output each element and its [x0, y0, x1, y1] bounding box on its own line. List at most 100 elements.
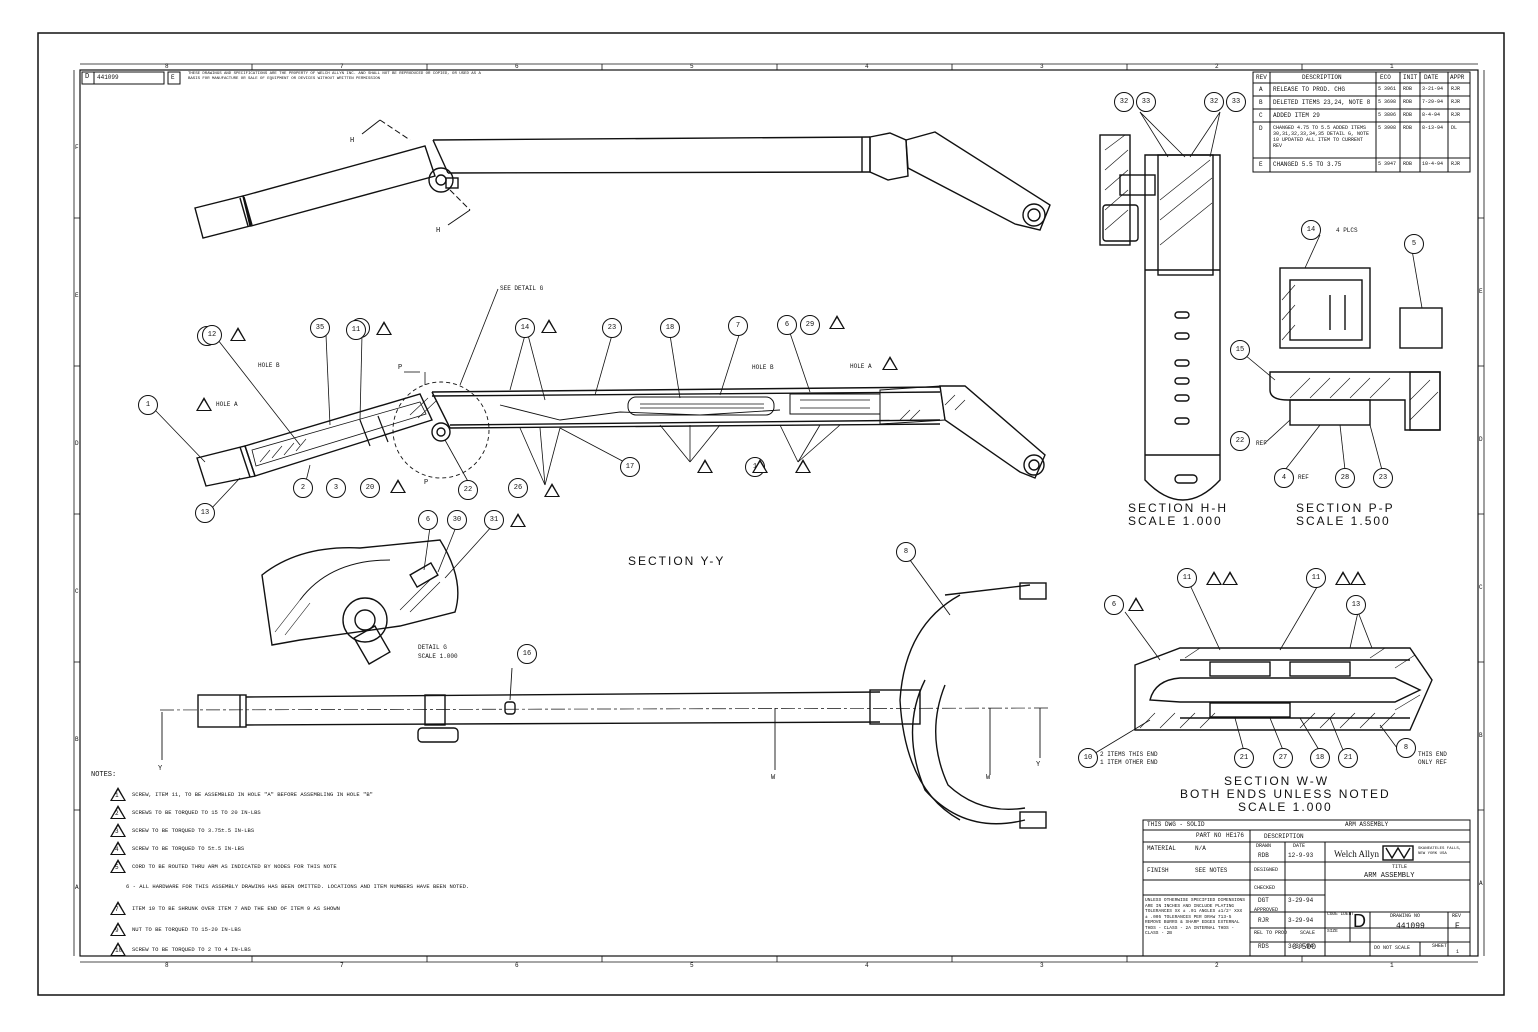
cut-w-left: W: [771, 774, 776, 782]
tb-tolerance: UNLESS OTHERWISE SPECIFIED DIMENSIONS AR…: [1145, 898, 1245, 936]
note-flag-icon: 1: [110, 787, 126, 801]
note-text: 6 - ALL HARDWARE FOR THIS ASSEMBLY DRAWI…: [126, 882, 470, 890]
tb-company: Welch Allyn: [1334, 849, 1380, 859]
tb-rel-by: RDS: [1258, 943, 1269, 950]
detail-g-label: DETAIL G: [418, 644, 447, 651]
tb-part-no: HE176: [1226, 832, 1245, 839]
cut-p-bottom: P: [424, 479, 429, 487]
section-hh-label: SECTION H-H: [1128, 501, 1228, 515]
rev-row-desc: RELEASE TO PROD. CHG: [1273, 86, 1346, 93]
zone-col-3-bottom: 3: [1040, 962, 1044, 969]
item-balloon: 11: [346, 320, 366, 340]
rev-row-appr: RJR: [1451, 112, 1461, 118]
item-balloon: 13: [195, 503, 215, 523]
item-balloon: 8: [896, 542, 916, 562]
tb-drawn-by: RDB: [1258, 852, 1269, 859]
tb-checked-date: 3-29-94: [1288, 897, 1314, 904]
zone-col-5: 5: [690, 63, 694, 70]
item-balloon: 11: [1177, 568, 1197, 588]
rev-row-date: 7-29-94: [1422, 99, 1444, 105]
note-flag-icon: [829, 315, 845, 329]
item-balloon: 18: [1310, 748, 1330, 768]
rev-row-init: RDB: [1403, 112, 1413, 118]
note-flag-icon: [795, 459, 811, 473]
item-balloon: 6: [1104, 595, 1124, 615]
section-hh-scale: SCALE 1.000: [1128, 514, 1223, 528]
company-logo: [1382, 845, 1414, 861]
note-text: NUT TO BE TORQUED TO 15-20 IN-LBS: [132, 925, 241, 933]
tb-scale-label: SCALE: [1300, 930, 1316, 936]
item-balloon: 32: [1114, 92, 1134, 112]
revision-table: [1252, 71, 1471, 173]
ref-label-4: REF: [1298, 474, 1309, 481]
section-hh: [1099, 134, 1221, 501]
tb-date-label: DATE: [1293, 843, 1306, 849]
rev-row-date: 10-4-94: [1422, 161, 1444, 167]
item-balloon: 10: [1078, 748, 1098, 768]
zone-col-8-bottom: 8: [165, 962, 169, 969]
cut-h-top: H: [350, 137, 355, 145]
note-flag-icon: 4: [110, 841, 126, 855]
item-balloon: 4: [1274, 468, 1294, 488]
tb-sheet-label: SHEET: [1432, 943, 1448, 949]
hole-b-label: HOLE B: [258, 362, 280, 369]
tb-part-no-label: PART NO: [1196, 832, 1222, 839]
note-item: 6 - ALL HARDWARE FOR THIS ASSEMBLY DRAWI…: [126, 879, 469, 893]
hole-a-right-label: HOLE A: [850, 363, 872, 370]
inner-border: [79, 69, 1479, 957]
zone-row-d-right: D: [1479, 436, 1483, 443]
note-text: CORD TO BE ROUTED THRU ARM AS INDICATED …: [132, 862, 337, 870]
zone-col-8: 8: [165, 63, 169, 70]
section-ww-sub: BOTH ENDS UNLESS NOTED: [1180, 787, 1391, 801]
rev-row-appr: DL: [1451, 125, 1458, 131]
see-detail-g: SEE DETAIL G: [500, 285, 544, 292]
hole-a-label: HOLE A: [216, 401, 238, 408]
rev-row-eco: 5 3908: [1378, 125, 1397, 131]
note-flag-icon: [510, 513, 526, 527]
rev-row-rev: A: [1259, 86, 1263, 93]
item-balloon: 23: [1373, 468, 1393, 488]
rev-row-desc: DELETED ITEMS 23,24, NOTE 8: [1273, 99, 1371, 106]
note-flag-icon: [1128, 597, 1144, 611]
item-balloon: 15: [1230, 340, 1250, 360]
zone-row-c: C: [75, 588, 79, 595]
proprietary-notice: THESE DRAWINGS AND SPECIFICATIONS ARE TH…: [188, 72, 481, 81]
zone-row-b-right: B: [1479, 732, 1483, 739]
item-balloon: 22: [458, 480, 478, 500]
rev-row-init: RDB: [1403, 99, 1413, 105]
rev-row-init: RDB: [1403, 125, 1413, 131]
note-flag-icon: [752, 459, 768, 473]
rev-row-date: 3-21-94: [1422, 86, 1444, 92]
tb-rev: E: [1455, 922, 1460, 931]
tb-drawn-label: DRAWN: [1256, 843, 1272, 849]
tb-size: D: [1353, 911, 1366, 931]
rev-row-appr: RJR: [1451, 161, 1461, 167]
item-balloon: 21: [1234, 748, 1254, 768]
detail-g-scale: SCALE 1.000: [418, 653, 458, 660]
bottom-view: [197, 582, 1047, 829]
zone-col-7-bottom: 7: [340, 962, 344, 969]
item-balloon: 31: [484, 510, 504, 530]
item-balloon: 27: [1273, 748, 1293, 768]
rev-row-rev: B: [1259, 99, 1263, 106]
top-view: [194, 119, 1051, 239]
tb-drawing-no-label: DRAWING NO: [1390, 913, 1421, 919]
item-balloon: 11: [1306, 568, 1326, 588]
rev-row-desc: CHANGED 5.5 TO 3.75: [1273, 161, 1342, 168]
note-flag-icon: 5: [110, 859, 126, 873]
rev-row-desc: CHANGED 4.75 TO 5.5 ADDED ITEMS 30,31,32…: [1273, 125, 1370, 149]
note-flag-icon: [1206, 571, 1222, 585]
section-yy: [196, 381, 1046, 487]
note-text: SCREWS TO BE TORQUED TO 15 TO 20 IN-LBS: [132, 808, 261, 816]
tb-rel-label: REL TO PROD: [1254, 930, 1288, 936]
note-flag-icon: [697, 459, 713, 473]
header-dwg-no: 441099: [97, 74, 119, 81]
two-items-label: 2 ITEMS THIS END: [1100, 751, 1158, 758]
item-balloon: 20: [360, 478, 380, 498]
item-balloon: 1: [138, 395, 158, 415]
tb-sheet: 1: [1456, 949, 1460, 955]
